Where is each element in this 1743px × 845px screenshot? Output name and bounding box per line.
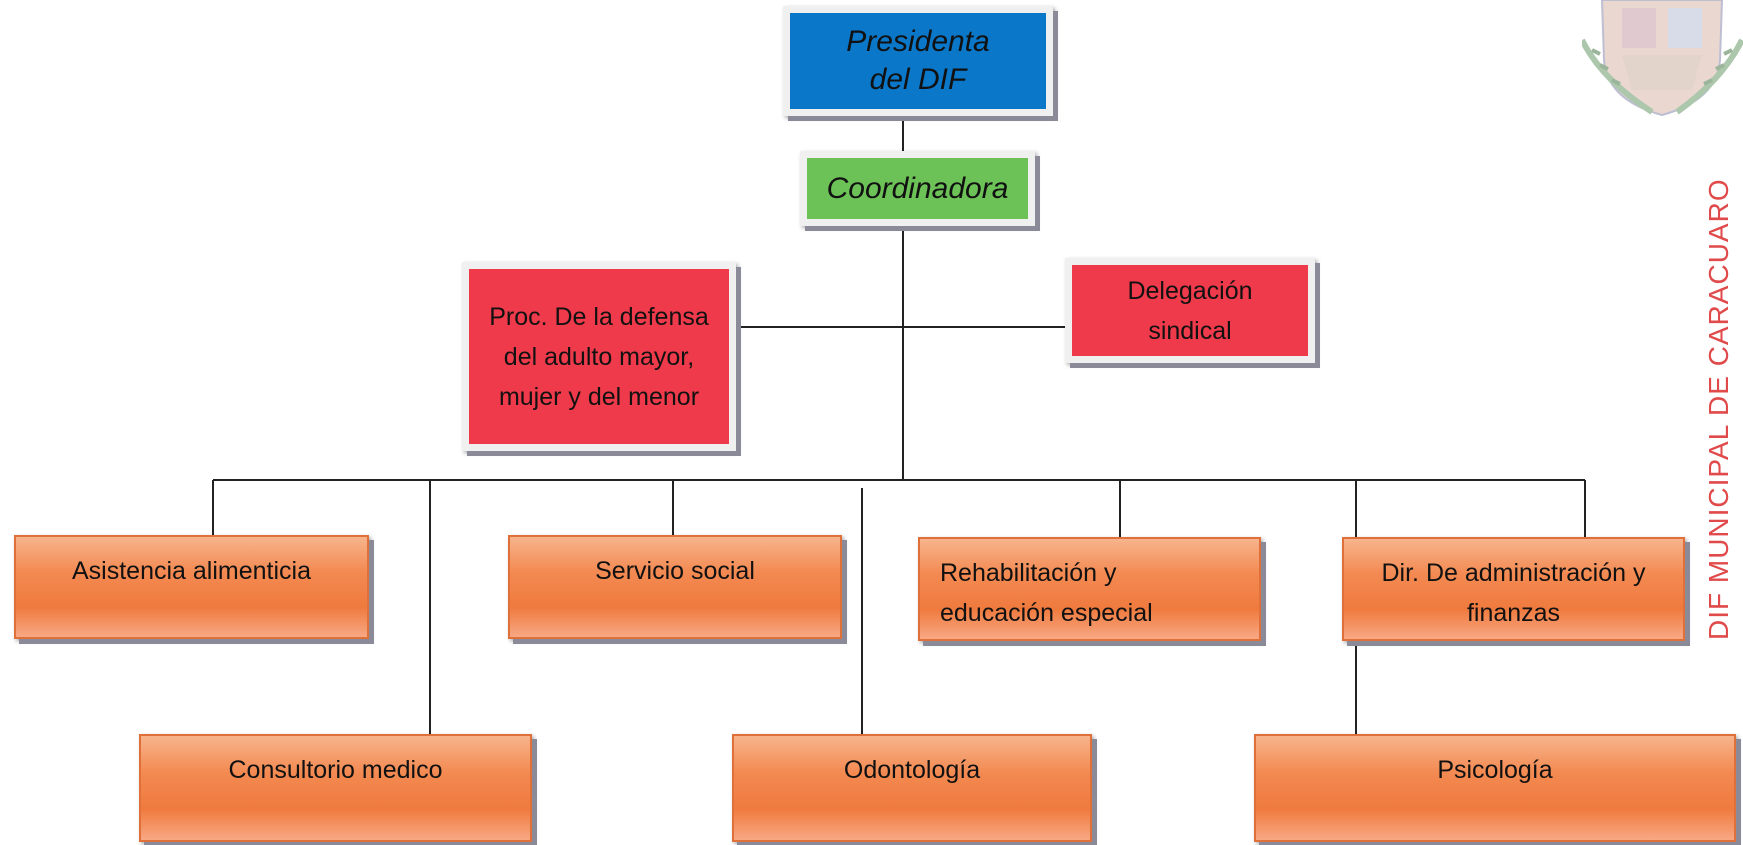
dept-label: Dir. De administración y finanzas xyxy=(1381,559,1646,627)
side-banner-text: DIF MUNICIPAL DE CARACUARO xyxy=(1703,178,1734,640)
president-label: Presidenta del DIF xyxy=(846,25,990,96)
president-box: Presidenta del DIF xyxy=(783,6,1053,116)
dept-label: Rehabilitación y educación especial xyxy=(940,559,1153,627)
dept-label: Consultorio medico xyxy=(228,756,443,784)
procuraduria-box: Proc. De la defensa del adulto mayor, mu… xyxy=(462,262,736,451)
delegacion-label: Delegación sindical xyxy=(1127,276,1253,345)
dept-box-rehabilitacion: Rehabilitación y educación especial xyxy=(918,537,1261,641)
dept-label: Asistencia alimenticia xyxy=(72,557,311,585)
dept-box-odontologia: Odontología xyxy=(732,734,1092,842)
procuraduria-label: Proc. De la defensa del adulto mayor, mu… xyxy=(489,302,709,411)
coat-of-arms-logo xyxy=(1582,0,1743,117)
delegacion-box: Delegación sindical xyxy=(1065,258,1315,363)
dept-label: Psicología xyxy=(1437,756,1553,784)
coordinator-label: Coordinadora xyxy=(826,171,1009,205)
coordinator-box: Coordinadora xyxy=(800,151,1035,226)
dept-box-asistencia: Asistencia alimenticia xyxy=(14,535,369,639)
dept-label: Servicio social xyxy=(595,557,755,585)
dept-box-servicio-social: Servicio social xyxy=(508,535,842,639)
dept-box-consultorio: Consultorio medico xyxy=(139,734,532,842)
dept-box-psicologia: Psicología xyxy=(1254,734,1736,842)
dept-box-administracion: Dir. De administración y finanzas xyxy=(1342,537,1685,641)
dept-label: Odontología xyxy=(843,756,981,784)
